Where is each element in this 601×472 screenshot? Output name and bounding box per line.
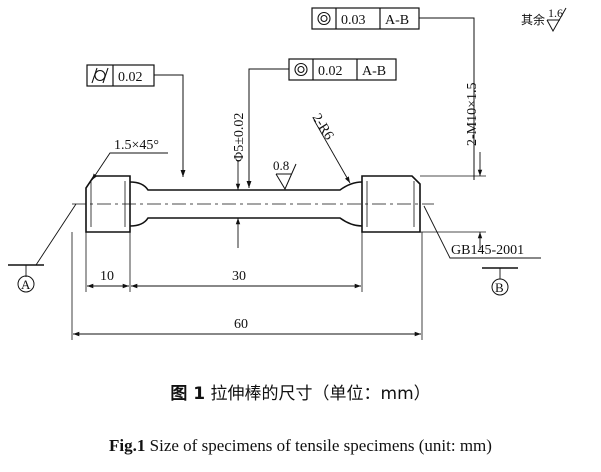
tolerance-frame-top: 0.03 A-B: [311, 7, 475, 180]
dim-diameter: Φ5±0.02: [232, 113, 247, 248]
roughness-symbol-icon: [546, 7, 567, 33]
tolerance-top-value: 0.03: [341, 13, 366, 28]
datum-a: A: [8, 203, 77, 293]
concentricity-icon: [317, 11, 331, 26]
dim-10-label: 10: [100, 269, 114, 284]
dim-diameter-label: Φ5±0.02: [232, 113, 247, 162]
caption-chinese: 图 1 拉伸棒的尺寸（单位：mm）: [0, 379, 601, 404]
datum-b: B: [482, 267, 518, 296]
concentricity-icon: [294, 62, 308, 77]
roughness-gauge: 0.8: [273, 158, 297, 191]
caption-english: Fig.1 Size of specimens of tensile speci…: [0, 436, 601, 456]
tolerance-frame-left: 0.02: [86, 64, 186, 177]
dim-radius: 2-R6: [309, 111, 351, 184]
dim-60-label: 60: [234, 317, 248, 332]
roughness-value-general: 1.6: [548, 6, 563, 20]
dim-thread-label: 2-M10×1.5: [465, 82, 480, 146]
dim-30: 30: [131, 232, 363, 292]
specimen-drawing: 0.03 A-B 其余 1.6 0.02 A-B 0.02: [8, 6, 567, 340]
tolerance-mid-datum: A-B: [362, 64, 386, 79]
tolerance-mid-value: 0.02: [318, 64, 343, 79]
datum-b-label: B: [495, 280, 504, 295]
cylindricity-icon: [91, 67, 109, 84]
tolerance-left-value: 0.02: [118, 70, 143, 85]
dim-thread: 2-M10×1.5: [420, 82, 486, 250]
dim-chamfer: 1.5×45°: [91, 138, 168, 181]
caption-cn-label: 图 1: [170, 384, 206, 404]
roughness-general: 其余 1.6: [521, 6, 567, 33]
roughness-gauge-value: 0.8: [273, 158, 289, 173]
caption-en-text: Size of specimens of tensile specimens (…: [149, 436, 492, 455]
caption-en-label: Fig.1: [109, 436, 146, 455]
tolerance-top-datum: A-B: [385, 13, 409, 28]
standard-note: GB145-2001: [423, 205, 541, 259]
roughness-symbol-icon: [275, 163, 297, 191]
dim-60: 60: [71, 232, 423, 340]
caption-cn-text: 拉伸棒的尺寸（单位：mm）: [210, 384, 431, 404]
roughness-note: 其余: [521, 12, 545, 27]
dim-chamfer-label: 1.5×45°: [114, 138, 159, 153]
dim-radius-label: 2-R6: [309, 111, 337, 143]
dim-10: 10: [85, 232, 131, 292]
dim-30-label: 30: [232, 269, 246, 284]
datum-a-label: A: [21, 277, 31, 292]
tolerance-frame-mid: 0.02 A-B: [246, 58, 397, 188]
standard-label: GB145-2001: [451, 243, 524, 258]
